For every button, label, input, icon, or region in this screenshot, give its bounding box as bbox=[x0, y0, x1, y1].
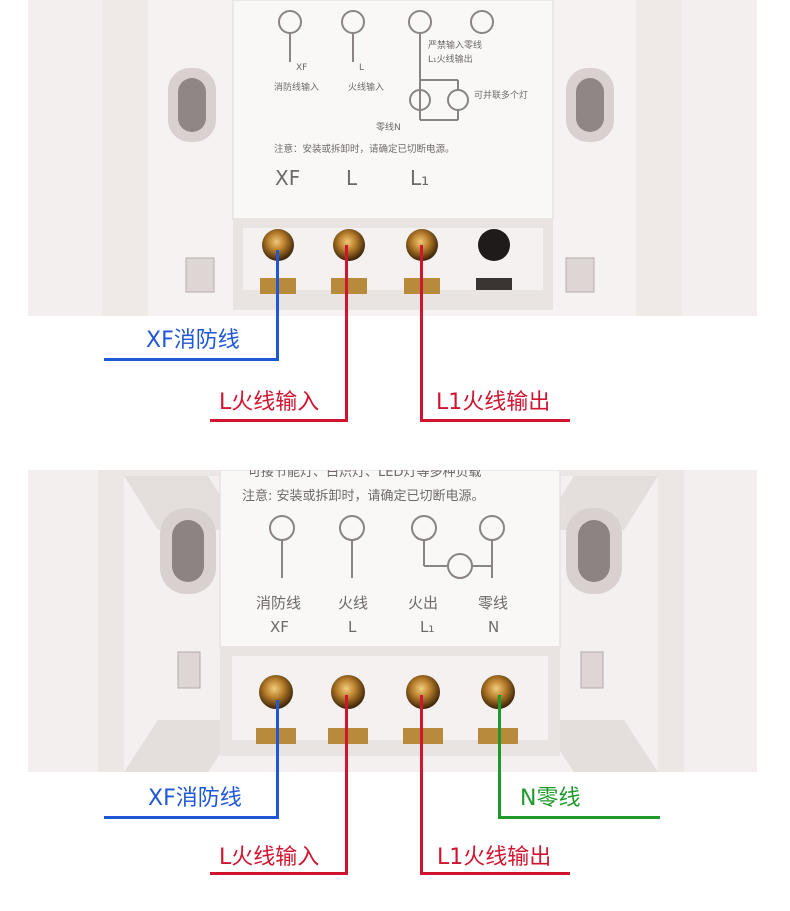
svg-text:L₁: L₁ bbox=[410, 166, 429, 190]
callout-l-in-bottom: L火线输入 bbox=[219, 845, 320, 870]
mount-hole-right bbox=[566, 68, 614, 142]
switch-photo-top: XF L 消防线输入 火线输入 严禁输入零线 L₁火线输出 可并联多个灯 零线N… bbox=[28, 0, 757, 316]
svg-text:消防线输入: 消防线输入 bbox=[274, 81, 319, 93]
svg-text:零线: 零线 bbox=[478, 594, 508, 612]
callout-l1-out-bottom: L1火线输出 bbox=[437, 845, 552, 870]
terminal-screw-l bbox=[331, 229, 367, 294]
svg-text:严禁输入零线: 严禁输入零线 bbox=[428, 39, 482, 51]
switch-photo-bottom: 可接节能灯、白炽灯、LED灯等多种负载 注意: 安装或拆卸时，请确定已切断电源。… bbox=[28, 470, 757, 772]
svg-text:L: L bbox=[348, 618, 357, 636]
svg-text:火出: 火出 bbox=[408, 594, 438, 612]
l1-wire-bottom bbox=[420, 695, 423, 875]
svg-text:L₁: L₁ bbox=[420, 618, 434, 636]
l-wire-top bbox=[345, 245, 348, 422]
svg-text:可接节能灯、白炽灯、LED灯等多种负载: 可接节能灯、白炽灯、LED灯等多种负载 bbox=[248, 470, 481, 480]
svg-text:注意：安装或拆卸时，请确定已切断电源。: 注意：安装或拆卸时，请确定已切断电源。 bbox=[274, 143, 455, 155]
l1-wire-top bbox=[420, 245, 423, 422]
callout-xf-bottom: XF消防线 bbox=[148, 786, 242, 811]
xf-wire-top bbox=[276, 250, 279, 361]
svg-text:N: N bbox=[488, 618, 499, 636]
terminal-screw-l bbox=[328, 675, 368, 744]
callout-l-in-top: L火线输入 bbox=[219, 390, 320, 415]
n-wire-bottom bbox=[498, 695, 501, 819]
svg-text:火线输入: 火线输入 bbox=[348, 81, 384, 93]
callout-n-bottom: N零线 bbox=[520, 786, 581, 811]
mount-hole-right bbox=[566, 508, 622, 594]
mount-hole-left bbox=[168, 68, 216, 142]
svg-text:L: L bbox=[346, 166, 358, 190]
callout-xf-top: XF消防线 bbox=[146, 328, 240, 353]
svg-text:L: L bbox=[359, 63, 364, 73]
mount-hole-left bbox=[160, 508, 216, 594]
svg-text:消防线: 消防线 bbox=[256, 594, 301, 612]
svg-text:可并联多个灯: 可并联多个灯 bbox=[474, 89, 528, 101]
l-wire-bottom bbox=[345, 695, 348, 875]
svg-text:L₁火线输出: L₁火线输出 bbox=[428, 53, 473, 65]
svg-text:XF: XF bbox=[270, 618, 289, 636]
terminal-hole-empty bbox=[476, 229, 512, 290]
xf-wire-bottom bbox=[276, 700, 279, 819]
svg-text:XF: XF bbox=[296, 63, 307, 73]
svg-text:XF: XF bbox=[275, 166, 300, 190]
svg-text:火线: 火线 bbox=[338, 594, 368, 612]
svg-text:注意: 安装或拆卸时，请确定已切断电源。: 注意: 安装或拆卸时，请确定已切断电源。 bbox=[242, 488, 485, 504]
callout-l1-out-top: L1火线输出 bbox=[436, 390, 551, 415]
terminal-screw-l1 bbox=[403, 675, 443, 744]
svg-text:零线N: 零线N bbox=[376, 121, 401, 133]
